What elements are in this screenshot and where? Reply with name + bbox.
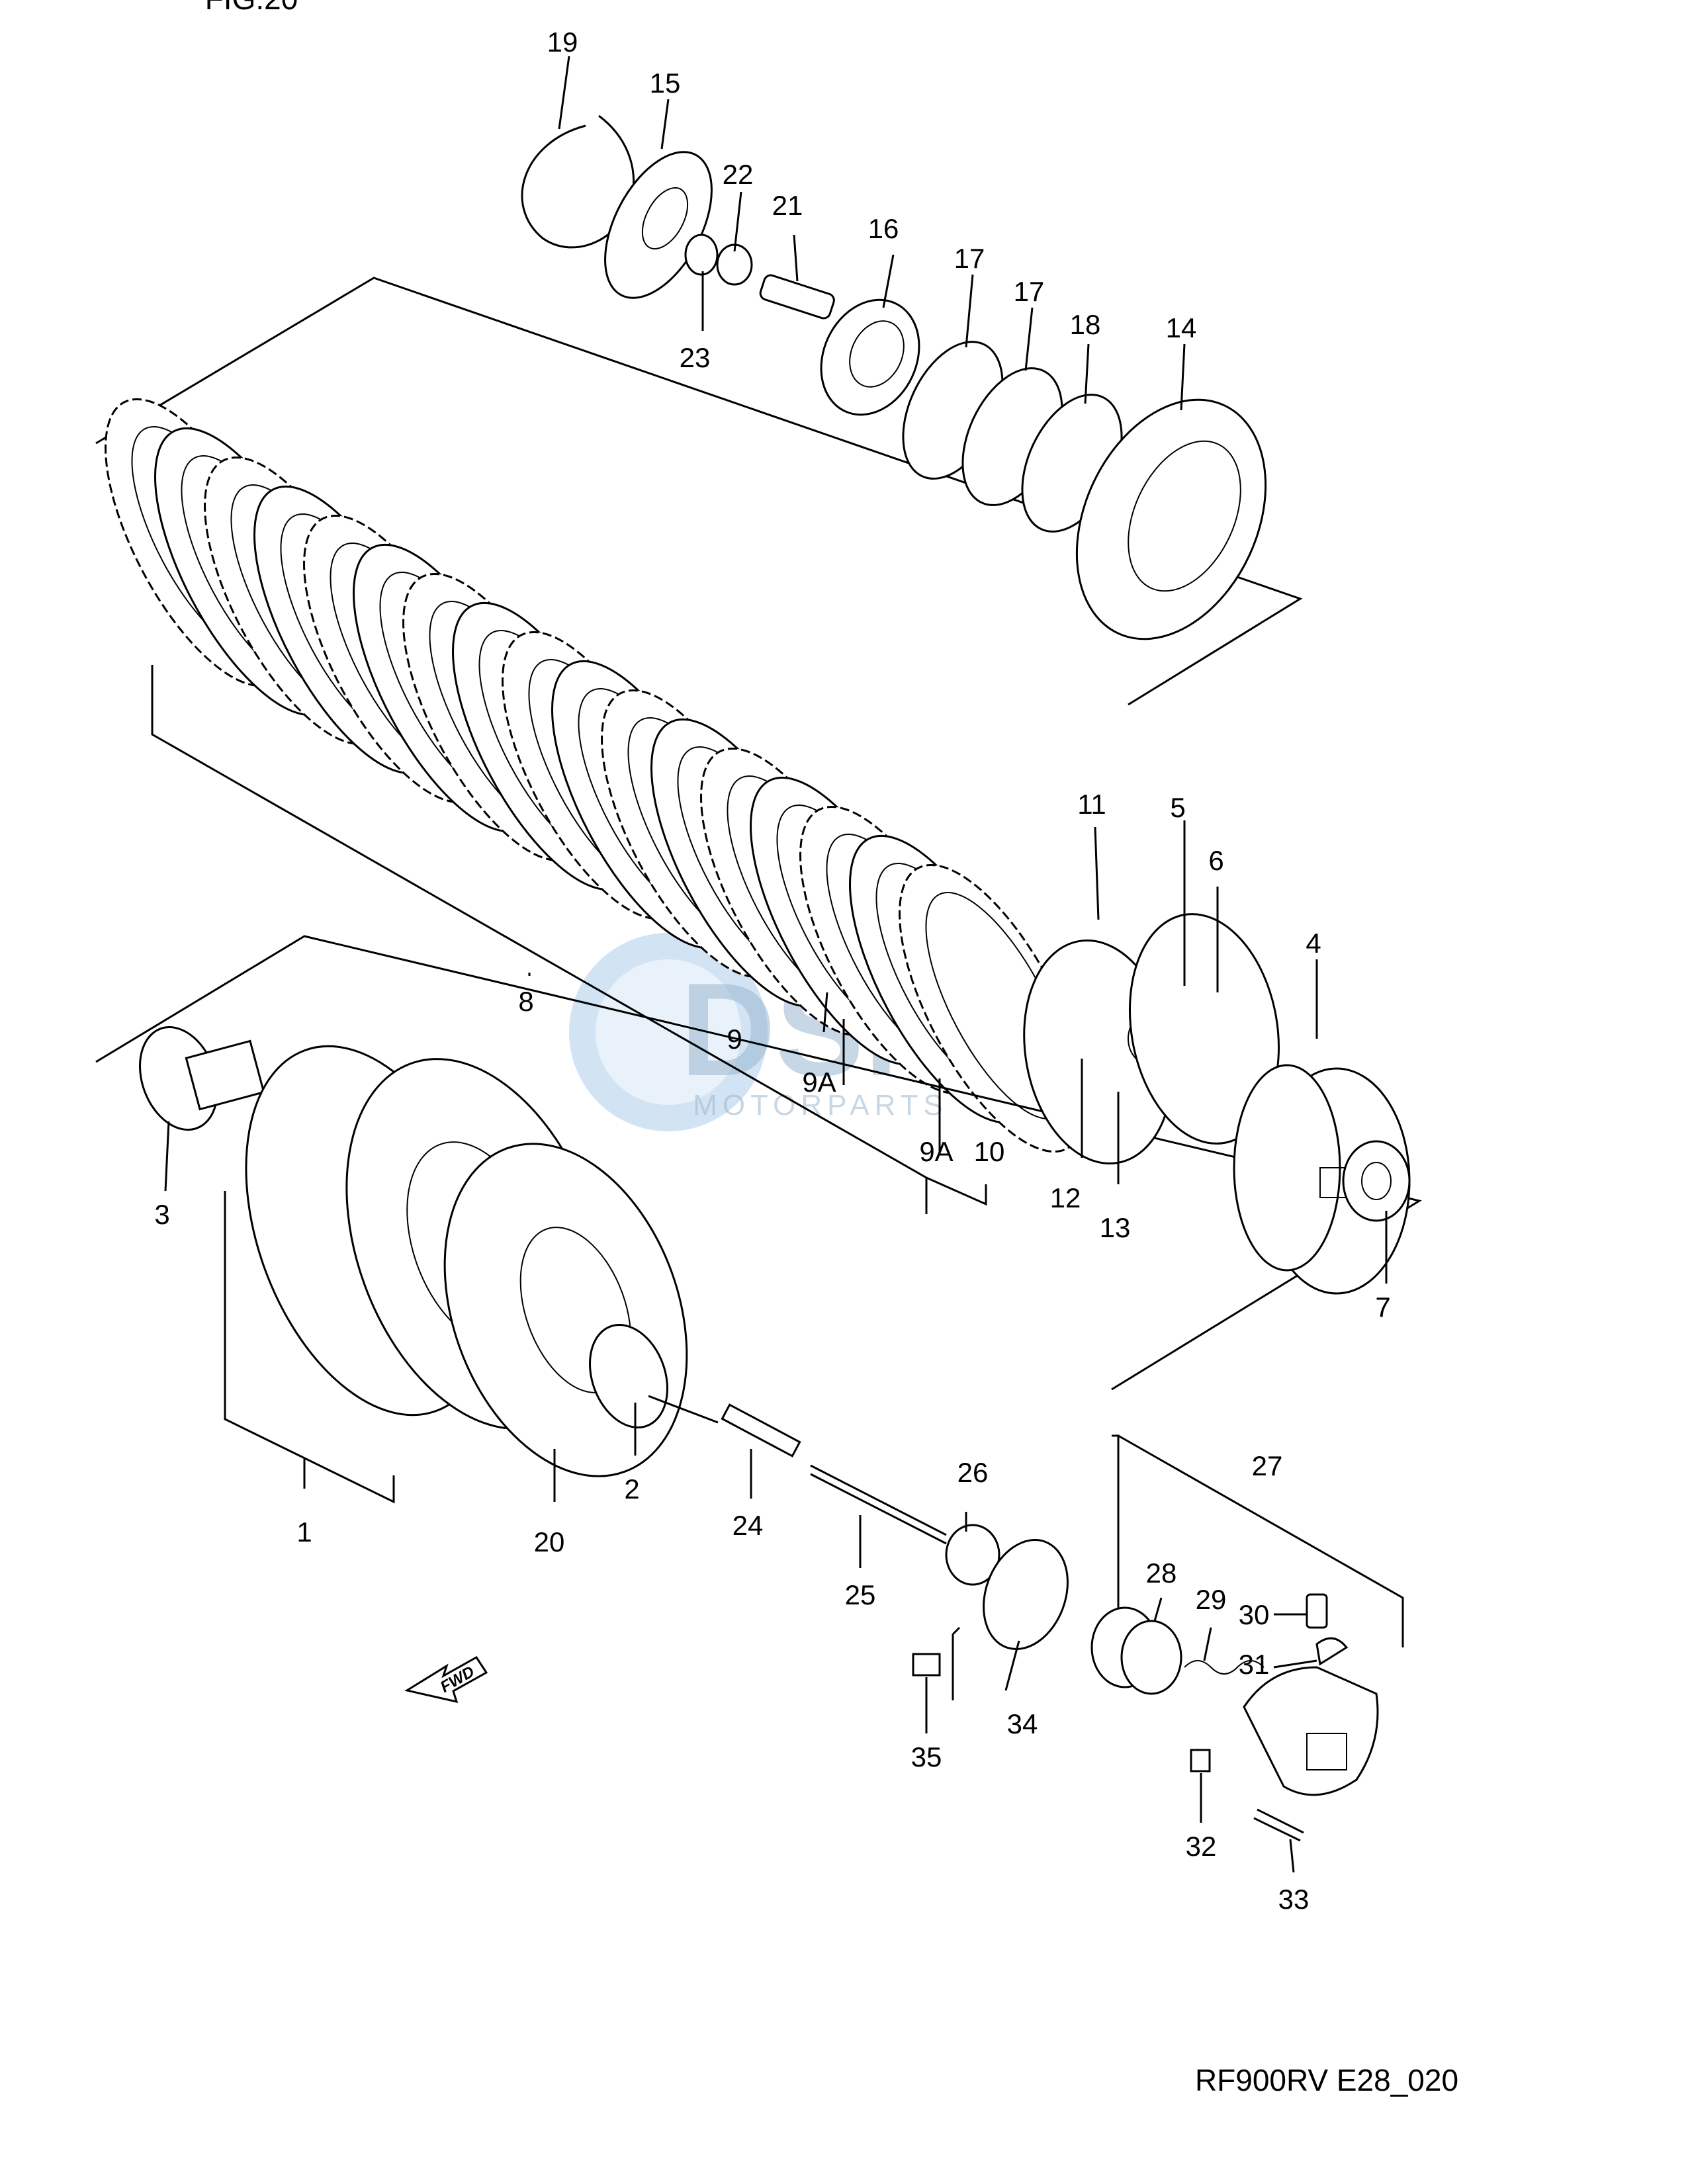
callout-8: 8 (518, 986, 533, 1017)
callout-28: 28 (1146, 1557, 1177, 1589)
callout-9A-a: 9A (802, 1067, 836, 1098)
callout-26: 26 (957, 1457, 989, 1488)
callout-9: 9 (727, 1024, 742, 1055)
callout-16: 16 (868, 213, 899, 244)
callout-19: 19 (547, 26, 578, 58)
callout-labels: 19 15 22 21 16 17 17 18 14 23 11 5 6 4 8… (154, 26, 1390, 1915)
callout-17a: 17 (954, 243, 985, 274)
callout-14: 14 (1166, 312, 1197, 343)
callout-35: 35 (911, 1741, 942, 1772)
callout-3: 3 (154, 1199, 169, 1230)
callout-5: 5 (1170, 792, 1185, 823)
callout-4: 4 (1306, 928, 1321, 959)
callout-32: 32 (1186, 1831, 1217, 1862)
callout-31: 31 (1239, 1649, 1270, 1680)
leader-lines (164, 56, 1388, 1873)
callout-6: 6 (1208, 845, 1223, 876)
callout-25: 25 (845, 1579, 876, 1610)
release-cylinder-27 (1243, 1666, 1379, 1796)
callout-17b: 17 (1014, 276, 1045, 307)
callout-9A-b: 9A (919, 1136, 953, 1167)
pressure-plate-group (95, 114, 1303, 706)
fwd-arrow-icon: FWD (404, 1656, 488, 1704)
callout-12: 12 (1050, 1182, 1081, 1213)
pressure-disc-15 (604, 151, 713, 299)
callout-2: 2 (624, 1473, 639, 1505)
callout-13: 13 (1100, 1212, 1131, 1243)
release-cylinder-group (912, 1434, 1404, 1842)
callout-21: 21 (772, 190, 803, 221)
callout-34: 34 (1007, 1708, 1038, 1739)
thrust-washer-2 (589, 1324, 668, 1428)
callout-18: 18 (1070, 309, 1101, 340)
callout-20: 20 (534, 1526, 565, 1557)
callout-22: 22 (723, 159, 754, 190)
callout-1: 1 (296, 1516, 312, 1548)
callout-27: 27 (1252, 1450, 1283, 1481)
callout-33: 33 (1278, 1884, 1310, 1915)
bearing-16 (820, 298, 920, 416)
callout-29: 29 (1196, 1584, 1227, 1615)
pressure-plate-14 (1075, 398, 1267, 640)
callout-7: 7 (1375, 1291, 1390, 1323)
callout-15: 15 (650, 67, 681, 99)
callout-23: 23 (680, 342, 711, 373)
clutch-plate-stack (105, 398, 1087, 1153)
callout-11: 11 (1077, 789, 1106, 820)
callout-30: 30 (1239, 1599, 1270, 1630)
circlip-19 (521, 114, 635, 249)
callout-24: 24 (733, 1510, 764, 1541)
diagram-code: RF900RV E28_020 (1195, 2063, 1458, 2097)
callout-10: 10 (974, 1136, 1005, 1167)
figure-caption-fragment: FIG.20 (205, 0, 298, 16)
